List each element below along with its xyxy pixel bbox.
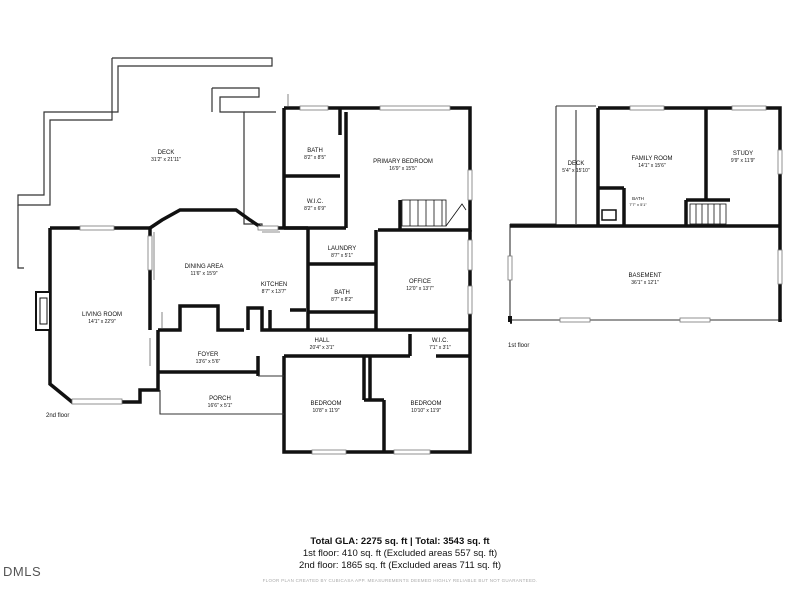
room-name-living-room: LIVING ROOM — [82, 312, 122, 318]
room-name-foyer: FOYER — [198, 352, 219, 358]
fireplace — [35, 291, 51, 331]
totals-line-1: Total GLA: 2275 sq. ft | Total: 3543 sq.… — [0, 536, 800, 548]
room-dims-deck: 31'2" x 21'11" — [151, 157, 181, 163]
stairs-lower — [689, 203, 727, 225]
room-name-primary-bedroom: PRIMARY BEDROOM — [373, 159, 433, 165]
room-name-office: OFFICE — [409, 279, 431, 285]
room-name-wic-top: W.I.C. — [307, 199, 324, 205]
room-name-deck: DECK — [158, 150, 175, 156]
upper-room-labels: DECK 31'2" x 21'11" BATH 8'2" x 8'5" PRI… — [82, 148, 451, 414]
room-name-dining-area: DINING AREA — [185, 264, 224, 270]
room-name-basement: BASEMENT — [628, 273, 661, 279]
bath-lower-fixture — [601, 209, 617, 221]
room-dims-family-room: 14'1" x 15'6" — [638, 163, 666, 169]
room-dims-foyer: 13'6" x 5'6" — [196, 359, 221, 365]
room-dims-bedroom-left: 10'8" x 11'9" — [312, 408, 339, 414]
floor-label-2nd: 2nd floor — [46, 413, 69, 419]
room-name-bedroom-left: BEDROOM — [310, 401, 341, 407]
room-dims-study: 9'9" x 11'9" — [731, 158, 755, 164]
totals-line-2: 1st floor: 410 sq. ft (Excluded areas 55… — [302, 548, 498, 559]
lower-floor-thin — [509, 105, 782, 322]
room-name-bath-mid: BATH — [334, 290, 350, 296]
area-totals: Total GLA: 2275 sq. ft | Total: 3543 sq.… — [0, 536, 800, 572]
room-dims-office: 12'0" x 13'7" — [406, 286, 434, 292]
totals-gla: Total GLA: 2275 sq. ft | Total: 3543 sq.… — [310, 536, 490, 547]
room-name-laundry: LAUNDRY — [328, 246, 357, 252]
room-dims-kitchen: 8'7" x 13'7" — [262, 289, 287, 295]
room-dims-deck-lower: 5'4" x 15'10" — [562, 168, 590, 174]
room-dims-basement: 36'1" x 12'1" — [631, 280, 659, 286]
upper-floor-walls — [48, 106, 472, 454]
room-name-study: STUDY — [733, 151, 753, 157]
room-name-bath-top: BATH — [307, 148, 323, 154]
room-dims-porch: 16'6" x 5'1" — [208, 403, 233, 409]
stairs-upper — [401, 199, 467, 227]
room-dims-hall: 20'4" x 3'1" — [310, 345, 335, 351]
lower-floor-walls — [510, 106, 782, 324]
room-name-bath-lower: BATH — [632, 196, 644, 201]
room-name-deck-lower: DECK — [568, 161, 585, 167]
mls-logo: DMLS — [3, 564, 42, 579]
windows — [71, 105, 473, 455]
room-dims-bath-top: 8'2" x 8'5" — [304, 155, 326, 161]
room-name-wic-bottom: W.I.C. — [432, 338, 449, 344]
porch-outline — [159, 375, 284, 415]
room-dims-dining-area: 11'6" x 15'9" — [190, 271, 217, 277]
lower-windows — [507, 105, 783, 323]
lower-corner-post — [508, 316, 512, 322]
room-dims-bedroom-right: 10'10" x 11'9" — [411, 408, 441, 414]
room-name-hall: HALL — [314, 338, 330, 344]
interior-lines — [149, 94, 289, 366]
totals-line-3: 2nd floor: 1865 sq. ft (Excluded areas 7… — [298, 560, 502, 571]
deck-outline — [17, 57, 276, 269]
room-dims-laundry: 8'7" x 5'1" — [331, 253, 353, 259]
room-dims-primary-bedroom: 16'9" x 15'5" — [389, 166, 417, 172]
room-name-porch: PORCH — [209, 396, 231, 402]
room-name-bedroom-right: BEDROOM — [410, 401, 441, 407]
floor-label-1st: 1st floor — [508, 343, 529, 349]
lower-room-labels: DECK 5'4" x 15'10" FAMILY ROOM 14'1" x 1… — [562, 151, 755, 286]
room-dims-wic-top: 8'2" x 6'9" — [304, 206, 326, 212]
room-dims-wic-bottom: 7'1" x 3'1" — [429, 345, 451, 351]
room-name-family-room: FAMILY ROOM — [631, 156, 672, 162]
room-dims-bath-lower: 7'7" x 5'1" — [629, 202, 647, 207]
room-dims-living-room: 14'1" x 22'9" — [88, 319, 116, 325]
disclaimer-text: FLOOR PLAN CREATED BY CUBICASA APP. MEAS… — [262, 578, 538, 583]
room-dims-bath-mid: 8'7" x 8'2" — [331, 297, 353, 303]
room-name-kitchen: KITCHEN — [261, 282, 287, 288]
